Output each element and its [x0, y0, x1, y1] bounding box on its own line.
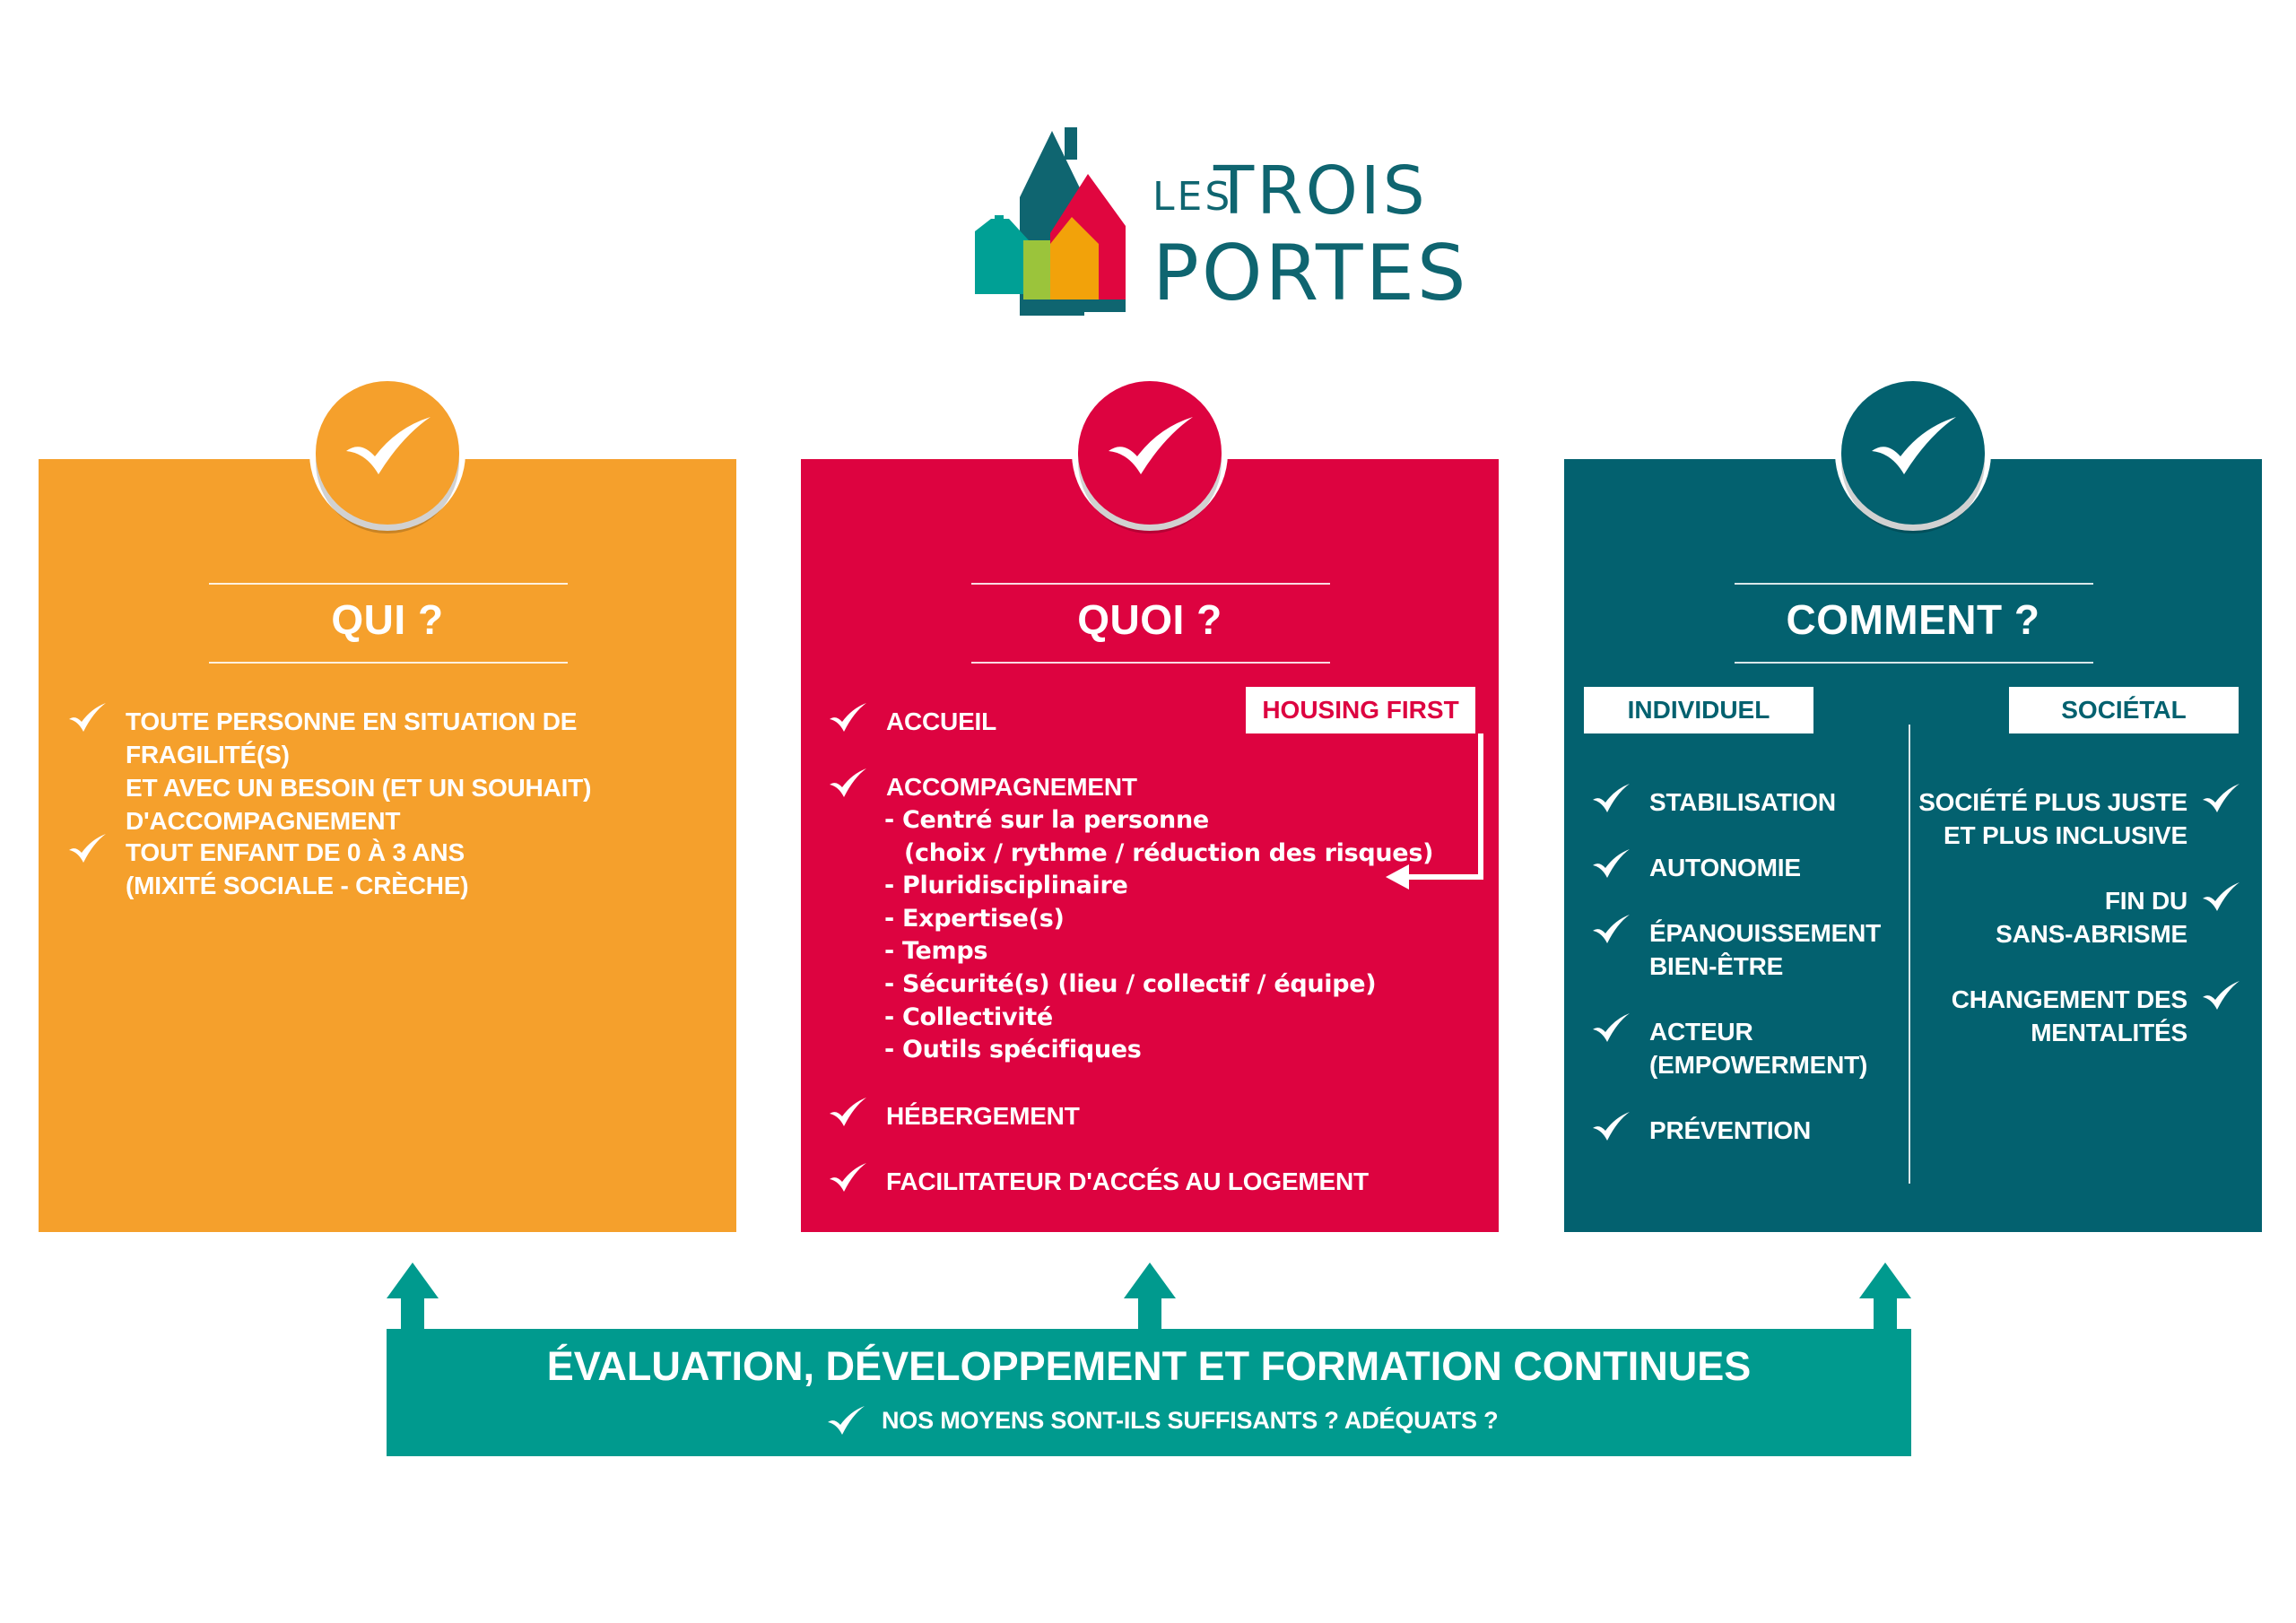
- list-item-text: SOCIÉTÉ PLUS JUSTE ET PLUS INCLUSIVE: [1905, 785, 2187, 852]
- badge-comment: [1835, 375, 1991, 531]
- title-rule-bottom: [971, 662, 1330, 664]
- list-item-text: CHANGEMENT DES MENTALITÉS: [1905, 983, 2187, 1049]
- panel-qui: QUI ? TOUTE PERSONNE EN SITUATION DE FRA…: [39, 375, 736, 1232]
- checkmark-icon: [1591, 849, 1631, 880]
- list-item-line: SOCIÉTÉ PLUS JUSTE: [1918, 788, 2187, 816]
- panel-comment: COMMENT ? INDIVIDUEL SOCIÉTAL STABILISAT…: [1564, 375, 2262, 1232]
- list-item-line: ET PLUS INCLUSIVE: [1944, 821, 2187, 849]
- bottom-subtitle: NOS MOYENS SONT-ILS SUFFISANTS ? ADÉQUAT…: [882, 1407, 1499, 1434]
- logo-text-les: LES: [1152, 174, 1233, 220]
- panel-title: QUI ?: [331, 596, 444, 643]
- column-divider: [1909, 725, 1910, 1184]
- list-item-line: (EMPOWERMENT): [1649, 1051, 1868, 1079]
- badge-qui: [309, 375, 465, 531]
- list-item-line: TOUT ENFANT DE 0 À 3 ANS: [126, 838, 465, 866]
- checkmark-icon: [1591, 915, 1631, 945]
- panel-title: QUOI ?: [1077, 596, 1222, 643]
- arrow-up-icon: [387, 1263, 439, 1334]
- list-item-line: PRÉVENTION: [1649, 1116, 1812, 1144]
- title-rule-bottom: [209, 662, 568, 664]
- checkmark-icon: [828, 768, 867, 799]
- societal-tag: SOCIÉTAL: [2009, 687, 2239, 733]
- checkmark-icon: [67, 703, 107, 733]
- checkmark-icon: [828, 703, 867, 733]
- list-item-line: AUTONOMIE: [1649, 854, 1801, 881]
- list-item-line: SANS-ABRISME: [1996, 920, 2187, 948]
- checkmark-icon: [1591, 1112, 1631, 1142]
- list-item-text: HÉBERGEMENT: [886, 1102, 1080, 1130]
- list-item-text: PRÉVENTION: [1649, 1114, 1811, 1147]
- panel-title: COMMENT ?: [1786, 596, 2040, 643]
- checkmark-icon: [67, 834, 107, 864]
- list-item-text: ACCUEIL: [886, 707, 997, 735]
- arrow-up-icon: [1124, 1263, 1176, 1334]
- checkmark-icon: [1591, 1013, 1631, 1044]
- checkmark-icon: [1872, 417, 1956, 474]
- bottom-title: ÉVALUATION, DÉVELOPPEMENT ET FORMATION C…: [546, 1343, 1752, 1389]
- list-item-line: TOUTE PERSONNE EN SITUATION DE FRAGILITÉ…: [126, 707, 578, 768]
- list-item-line: BIEN-ÊTRE: [1649, 952, 1784, 980]
- sub-item: - Temps: [884, 937, 988, 966]
- list-item-line: ÉPANOUISSEMENT: [1649, 919, 1882, 947]
- list-item-line: FIN DU: [2104, 887, 2187, 915]
- checkmark-icon: [1109, 417, 1193, 474]
- title-rule-top: [1735, 583, 2093, 585]
- checkmark-icon: [828, 1098, 867, 1128]
- logo-text-trois: TROIS: [1213, 152, 1428, 230]
- logo-text-portes: PORTES: [1152, 229, 1469, 318]
- title-rule-bottom: [1735, 662, 2093, 664]
- list-item-text: TOUT ENFANT DE 0 À 3 ANS (MIXITÉ SOCIALE …: [126, 836, 469, 902]
- badge-quoi: [1072, 375, 1228, 531]
- sub-item: - Expertise(s): [884, 904, 1065, 933]
- title-rule-top: [971, 583, 1330, 585]
- list-item-text: TOUTE PERSONNE EN SITUATION DE FRAGILITÉ…: [126, 705, 736, 838]
- list-item-text: ACTEUR (EMPOWERMENT): [1649, 1015, 1867, 1081]
- list-item-line: ET AVEC UN BESOIN (ET UN SOUHAIT): [126, 774, 592, 802]
- list-item-line: (MIXITÉ SOCIALE - CRÈCHE): [126, 872, 469, 899]
- list-item-text: FACILITATEUR D'ACCÉS AU LOGEMENT: [886, 1167, 1369, 1195]
- list-item-text: FIN DU SANS-ABRISME: [1905, 884, 2187, 950]
- logo: LES TROIS PORTES: [973, 126, 1466, 323]
- list-item-line: STABILISATION: [1649, 788, 1836, 816]
- title-rule-top: [209, 583, 568, 585]
- list-item-text: STABILISATION: [1649, 785, 1836, 819]
- houses-logo-icon: [975, 127, 1126, 316]
- individuel-tag: INDIVIDUEL: [1584, 687, 1813, 733]
- sub-item: (choix / rythme / réduction des risques): [904, 838, 1434, 867]
- list-item-text: ACCOMPAGNEMENT: [886, 773, 1137, 801]
- checkmark-icon: [2201, 981, 2240, 1011]
- sub-item: - Collectivité: [884, 1002, 1053, 1031]
- list-item-text: AUTONOMIE: [1649, 851, 1801, 884]
- arrow-up-icon: [1859, 1263, 1911, 1334]
- list-item-line: ACTEUR: [1649, 1018, 1753, 1046]
- checkmark-icon: [346, 417, 430, 474]
- list-item-text: ÉPANOUISSEMENT BIEN-ÊTRE: [1649, 916, 1881, 983]
- checkmark-icon: [2201, 784, 2240, 814]
- list-item-line: MENTALITÉS: [2031, 1019, 2187, 1046]
- housing-first-tag: HOUSING FIRST: [1246, 687, 1475, 733]
- sub-item: - Sécurité(s) (lieu / collectif / équipe…: [884, 970, 1377, 998]
- checkmark-icon: [2201, 882, 2240, 913]
- checkmark-icon: [828, 1406, 865, 1435]
- list-item-line: D'ACCOMPAGNEMENT: [126, 807, 401, 835]
- list-item-line: CHANGEMENT DES: [1951, 985, 2187, 1013]
- sub-item: - Centré sur la personne: [884, 806, 1209, 834]
- checkmark-icon: [828, 1163, 867, 1193]
- sub-item: - Pluridisciplinaire: [884, 872, 1128, 900]
- sub-item: - Outils spécifiques: [884, 1036, 1142, 1064]
- panel-quoi: QUOI ? HOUSING FIRST ACCUEIL ACCOMPAGNEME…: [801, 375, 1499, 1232]
- arrow-left-icon: [1386, 733, 1483, 890]
- checkmark-icon: [1591, 784, 1631, 814]
- bottom-banner: ÉVALUATION, DÉVELOPPEMENT ET FORMATION C…: [387, 1329, 1911, 1456]
